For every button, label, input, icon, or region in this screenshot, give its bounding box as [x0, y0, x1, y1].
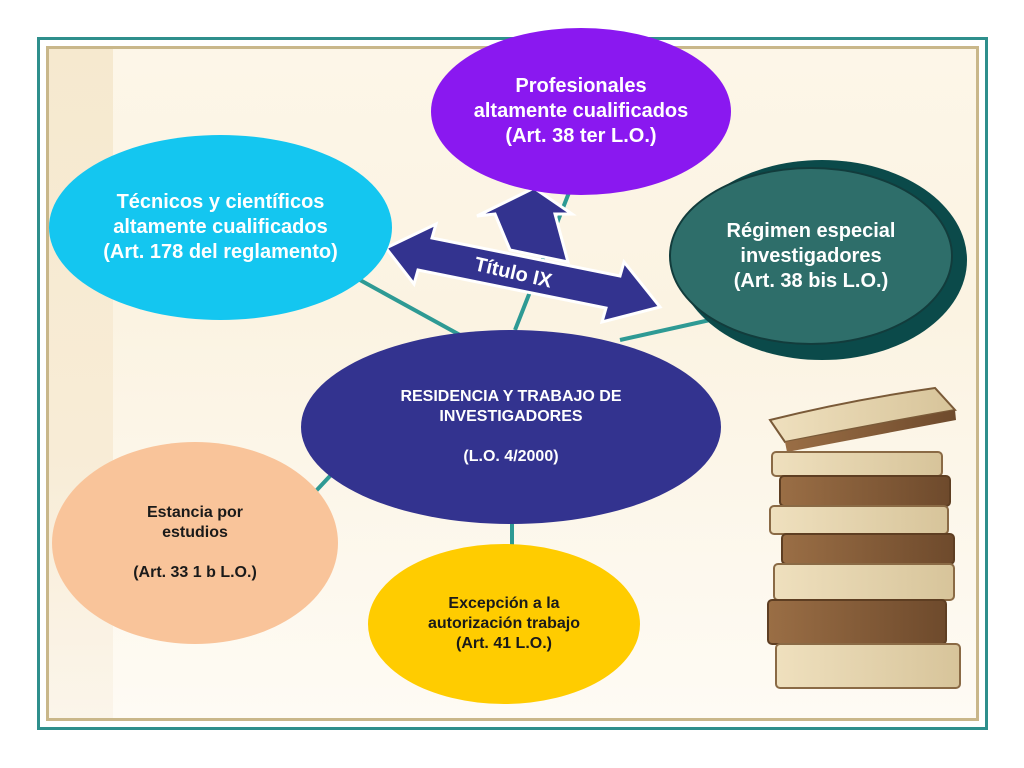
book-8	[775, 643, 961, 689]
book-top	[768, 386, 957, 452]
node-excepcion-label: Excepción a la autorización trabajo (Art…	[427, 595, 581, 652]
node-profesionales-label: Profesionales altamente cualificados (Ar…	[473, 75, 689, 147]
book-3	[779, 475, 951, 507]
node-regimen-especial: Régimen especial investigadores (Art. 38…	[669, 167, 953, 345]
title-ix-arrow-up	[476, 186, 577, 264]
book-5	[781, 533, 955, 565]
node-estancia-label: Estancia por estudios (Art. 33 1 b L.O.)	[133, 504, 257, 581]
book-6	[773, 563, 955, 601]
connector-right	[619, 318, 711, 342]
node-excepcion-autorizacion: Excepción a la autorización trabajo (Art…	[368, 544, 640, 704]
stack-of-books-icon	[767, 386, 961, 689]
node-tecnicos-cientificos: Técnicos y científicos altamente cualifi…	[49, 135, 392, 320]
connector-left	[359, 278, 461, 337]
node-estancia-estudios: Estancia por estudios (Art. 33 1 b L.O.)	[52, 442, 338, 644]
node-residencia-trabajo: RESIDENCIA Y TRABAJO DE INVESTIGADORES (…	[301, 330, 721, 524]
book-7	[767, 599, 947, 645]
book-4	[769, 505, 949, 535]
node-tecnicos-label: Técnicos y científicos altamente cualifi…	[103, 191, 338, 263]
node-profesionales-cualificados: Profesionales altamente cualificados (Ar…	[431, 28, 731, 195]
node-residencia-label: RESIDENCIA Y TRABAJO DE INVESTIGADORES (…	[400, 388, 622, 465]
book-2	[771, 451, 943, 477]
node-regimen-label: Régimen especial investigadores (Art. 38…	[726, 219, 896, 292]
title-ix-arrow-double	[383, 221, 663, 325]
